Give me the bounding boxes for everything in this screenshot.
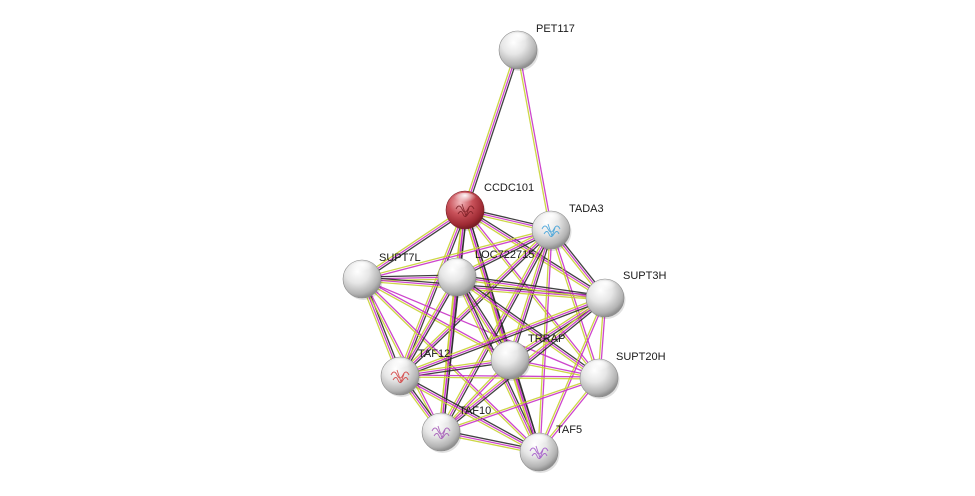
edge-line-yellow <box>361 228 551 279</box>
node-label-supt20h: SUPT20H <box>616 351 666 363</box>
edge-line-yellow <box>360 207 465 278</box>
edge-line-magenta <box>509 229 552 361</box>
node-highlight <box>587 360 611 375</box>
node-highlight <box>388 358 412 373</box>
edge-taf12-taf5 <box>398 373 541 455</box>
edge-ccdc101-supt7l <box>360 207 467 282</box>
edge-line-yellow <box>438 276 456 432</box>
node-highlight <box>429 414 453 429</box>
edge-tada3-supt7l <box>361 228 552 281</box>
node-label-taf12: TAF12 <box>418 348 450 360</box>
node-tada3[interactable]: TADA3 <box>531 203 604 251</box>
edge-line-black <box>400 299 606 379</box>
node-label-supt7l: SUPT7L <box>379 252 421 264</box>
edge-line-yellow <box>462 49 517 210</box>
node-label-ccdc101: CCDC101 <box>484 182 534 194</box>
edge-line-magenta <box>399 209 466 377</box>
node-taf10[interactable]: TAF10 <box>421 405 491 453</box>
edge-line-yellow <box>516 50 551 231</box>
edge-supt20h-taf10 <box>440 376 600 434</box>
edge-supt3h-taf5 <box>537 297 607 453</box>
edge-line-yellow <box>440 376 599 432</box>
edge-line-magenta <box>440 229 552 433</box>
edge-line-yellow <box>397 209 464 376</box>
edge-line-magenta <box>361 209 466 280</box>
edge-line-yellow <box>399 295 605 375</box>
node-label-loc722715: LOC722715 <box>475 249 534 261</box>
node-pet117[interactable]: PET117 <box>498 23 575 71</box>
node-label-pet117: PET117 <box>536 23 575 35</box>
protein-structure-icon <box>431 425 451 440</box>
node-taf12[interactable]: TAF12 <box>380 348 450 397</box>
node-label-taf5: TAF5 <box>556 424 582 436</box>
node-supt7l[interactable]: SUPT7L <box>342 252 421 300</box>
edge-line-yellow <box>438 228 550 432</box>
edge-line-magenta <box>399 297 606 377</box>
node-highlight <box>593 280 617 295</box>
edge-line-yellow <box>398 377 539 455</box>
edge-pet117-tada3 <box>516 49 553 231</box>
edge-line-black <box>362 211 467 282</box>
node-highlight <box>445 259 469 274</box>
edge-line-yellow <box>463 211 605 301</box>
edge-line-yellow <box>549 230 599 379</box>
node-supt20h[interactable]: SUPT20H <box>579 351 666 399</box>
node-label-tada3: TADA3 <box>569 203 604 215</box>
node-highlight <box>506 32 530 47</box>
edge-line-magenta <box>441 378 600 434</box>
edge-tada3-supt20h <box>549 229 601 379</box>
edge-line-magenta <box>362 278 443 432</box>
edge-line-magenta <box>539 298 607 453</box>
node-ccdc101[interactable]: CCDC101 <box>445 182 534 231</box>
node-highlight <box>498 342 522 357</box>
node-supt3h[interactable]: SUPT3H <box>585 270 666 319</box>
edge-line-magenta <box>399 375 540 453</box>
edge-line-yellow <box>456 278 605 301</box>
edge-line-magenta <box>362 277 541 452</box>
node-highlight <box>350 261 374 276</box>
edge-line-black <box>511 230 554 361</box>
node-label-supt3h: SUPT3H <box>623 270 666 282</box>
protein-structure-icon <box>541 223 561 238</box>
edge-line-yellow <box>455 278 599 381</box>
edge-tada3-taf10 <box>438 228 554 434</box>
edge-line-yellow <box>361 280 605 301</box>
edge-line-yellow <box>361 279 510 362</box>
edge-line-yellow <box>360 279 441 433</box>
protein-structure-icon <box>529 445 549 460</box>
edge-line-magenta <box>518 49 553 230</box>
edge-line-magenta <box>464 49 519 211</box>
edge-line-magenta <box>362 230 552 281</box>
edge-line-black <box>442 230 554 434</box>
edge-line-black <box>466 50 521 211</box>
edge-line-black <box>400 373 541 451</box>
edge-pet117-ccdc101 <box>462 49 521 211</box>
edge-loc722715-supt3h <box>456 274 606 301</box>
edge-line-black <box>457 274 601 377</box>
node-highlight <box>527 434 551 449</box>
edge-line-yellow <box>398 228 551 376</box>
edge-line-yellow <box>399 376 600 380</box>
edge-line-yellow <box>537 297 605 452</box>
node-taf5[interactable]: TAF5 <box>519 424 582 473</box>
protein-structure-icon <box>390 369 410 384</box>
node-highlight <box>539 212 563 227</box>
edge-line-magenta <box>456 276 606 299</box>
node-loc722715[interactable]: LOC722715 <box>437 249 534 298</box>
node-label-taf10: TAF10 <box>459 405 491 417</box>
protein-structure-icon <box>455 203 475 218</box>
node-label-trrap: TRRAP <box>528 333 565 345</box>
edge-supt7l-taf10 <box>360 278 443 433</box>
edge-supt3h-taf12 <box>399 295 606 379</box>
edge-line-black <box>457 274 606 297</box>
edge-line-magenta <box>551 229 601 378</box>
node-highlight <box>453 192 477 207</box>
node-trrap[interactable]: TRRAP <box>490 333 565 381</box>
